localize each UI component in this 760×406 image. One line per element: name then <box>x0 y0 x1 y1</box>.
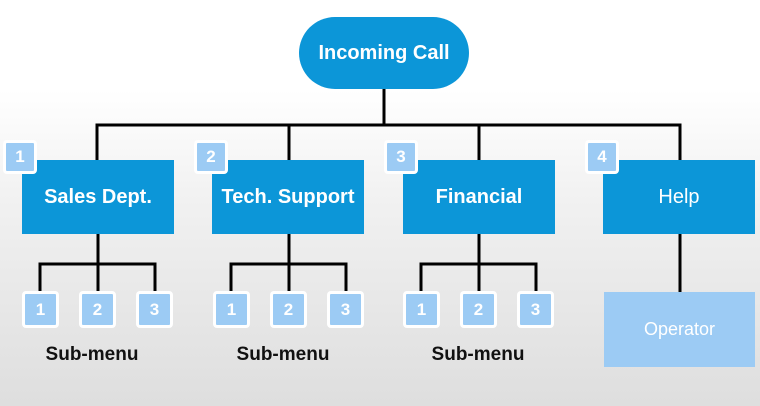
operator-node: Operator <box>604 292 755 367</box>
submenu-3-option-3: 3 <box>517 291 554 328</box>
connector-bus-top <box>95 123 682 162</box>
dept-badge-1: 1 <box>3 140 37 174</box>
submenu-2-option-1: 1 <box>213 291 250 328</box>
submenu-1-option-2: 2 <box>79 291 116 328</box>
submenu-2-option-2: 2 <box>270 291 307 328</box>
dept-node-sales: Sales Dept. <box>22 160 174 234</box>
operator-label: Operator <box>643 319 716 339</box>
dept-label-sales: Sales Dept. <box>44 185 152 208</box>
dept-node-help: Help <box>603 160 755 234</box>
dept-badge-4: 4 <box>585 140 619 174</box>
dept-label-financial: Financial <box>435 185 523 208</box>
incoming-call-label: Incoming Call <box>318 41 450 64</box>
dept-node-financial: Financial <box>403 160 555 234</box>
dept-badge-2: 2 <box>194 140 228 174</box>
submenu-3-option-2: 2 <box>460 291 497 328</box>
submenu-1-caption: Sub-menu <box>45 344 139 365</box>
submenu-3-option-1: 1 <box>403 291 440 328</box>
dept-label-help: Help <box>658 185 700 208</box>
dept-label-tech-support: Tech. Support <box>221 185 355 208</box>
submenu-2-caption: Sub-menu <box>236 344 330 365</box>
dept-badge-3: 3 <box>384 140 418 174</box>
submenu-1-option-3: 3 <box>136 291 173 328</box>
submenu-3-caption: Sub-menu <box>431 344 525 365</box>
submenu-2-option-3: 3 <box>327 291 364 328</box>
incoming-call-node: Incoming Call <box>299 17 469 89</box>
dept-node-tech-support: Tech. Support <box>212 160 364 234</box>
submenu-1-option-1: 1 <box>22 291 59 328</box>
